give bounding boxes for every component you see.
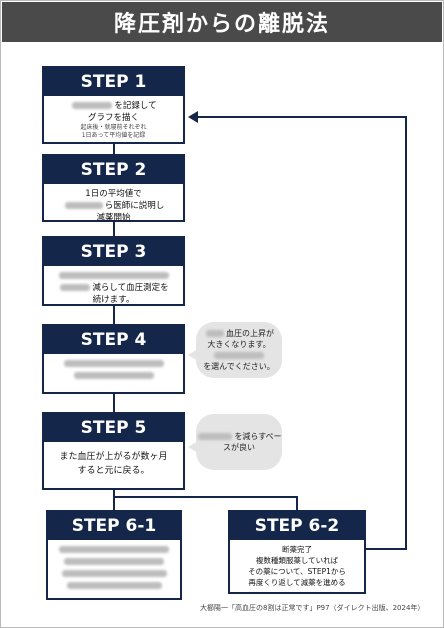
- step-2-box: STEP 2 1日の平均値で ら医師に説明し 減薬開始: [42, 154, 185, 223]
- step-1-line3: 起床後・就寝前それぞれ: [80, 124, 147, 131]
- step-5-line1: また血圧が上がるが数ヶ月: [59, 452, 168, 462]
- step-5-box: STEP 5 また血圧が上がるが数ヶ月 すると元に戻る。: [42, 412, 185, 490]
- return-arrow-icon: [188, 111, 198, 123]
- connector-4-5: [113, 392, 115, 414]
- step-1-box: STEP 1 を記録して グラフを描く 起床後・就寝前それぞれ 1日あって平均値…: [42, 66, 185, 144]
- connector-split-61: [113, 496, 115, 512]
- step-2-line2: ら医師に説明し: [104, 201, 165, 211]
- bubble-1-line1: 血圧の上昇が: [226, 329, 274, 338]
- connector-3-4: [113, 304, 115, 326]
- connector-5-split: [113, 488, 115, 498]
- step-6-2-line1: 断薬完了: [282, 545, 312, 554]
- step-4-label: STEP 4: [44, 326, 183, 354]
- step-1-line2: グラフを描く: [87, 113, 139, 123]
- bubble-1-line2: 大きくなります。: [207, 340, 271, 349]
- bubble-2-line1: を減らすペー: [234, 432, 282, 441]
- step-1-line1: を記録して: [114, 101, 157, 111]
- step-6-2-line3: その薬について、STEP1から: [248, 567, 346, 576]
- speech-bubble-1: 血圧の上昇が 大きくなります。 を選んでください。: [188, 322, 282, 378]
- return-line-bottom: [364, 548, 407, 550]
- step-6-2-label: STEP 6-2: [230, 512, 364, 540]
- step-5-line2: すると元に戻る。: [77, 466, 150, 476]
- step-2-line1: 1日の平均値で: [85, 189, 142, 199]
- return-line-vertical: [405, 116, 407, 550]
- step-2-line3: 減薬開始: [96, 213, 131, 223]
- return-line-top: [196, 116, 407, 118]
- bubble-1-line3: を選んでください。: [203, 362, 275, 371]
- step-1-label: STEP 1: [44, 68, 183, 96]
- connector-2-3: [113, 220, 115, 238]
- step-6-1-label: STEP 6-1: [48, 512, 180, 540]
- step-3-label: STEP 3: [44, 238, 183, 266]
- step-3-box: STEP 3 減らして血圧測定を 続けます。: [42, 236, 185, 306]
- speech-bubble-2: を減らすペー スが良い: [188, 414, 282, 470]
- page-title: 降圧剤からの離脱法: [2, 2, 442, 42]
- connector-split-h: [113, 496, 298, 498]
- step-3-line1: 減らして血圧測定を: [92, 283, 169, 293]
- bubble-2-line2: スが良い: [223, 443, 255, 452]
- step-4-box: STEP 4: [42, 324, 185, 394]
- step-2-label: STEP 2: [44, 156, 183, 184]
- step-6-2-box: STEP 6-2 断薬完了 複数種類服薬していれば その薬について、STEP1か…: [228, 510, 366, 594]
- source-citation: 大櫛陽一「高血圧の8割は正常です」P97（ダイレクト出版、2024年）: [200, 604, 425, 612]
- step-6-1-box: STEP 6-1: [46, 510, 182, 600]
- step-6-2-line4: 再度くり返して減薬を進める: [248, 578, 346, 587]
- connector-split-62: [296, 496, 298, 512]
- connector-1-2: [113, 142, 115, 156]
- step-1-line4: 1日あって平均値を記録: [81, 132, 146, 139]
- step-6-2-line2: 複数種類服薬していれば: [255, 556, 339, 565]
- step-5-label: STEP 5: [44, 414, 183, 442]
- step-3-line2: 続けます。: [92, 295, 135, 305]
